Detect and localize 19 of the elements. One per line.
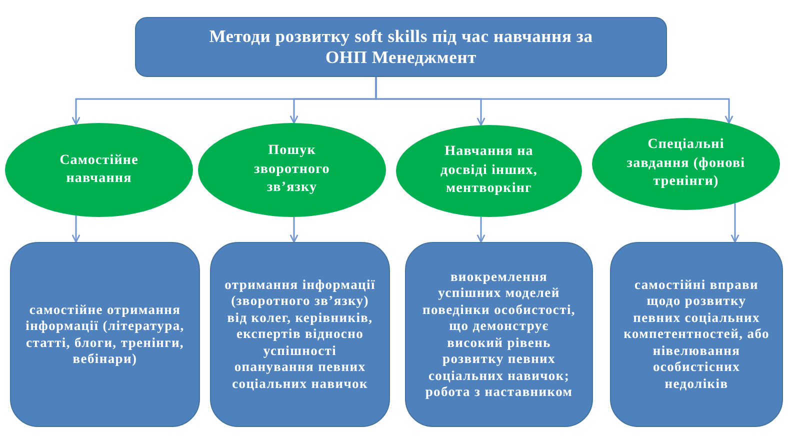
title-text: Методи розвитку soft skills під час навчання за ОНП Менеджмент [208, 26, 594, 68]
description-card [405, 242, 593, 427]
connector-arrow [290, 217, 298, 243]
description-text: самостійні вправи щодо розвитку певних соціальних компетентностей, або нівелювання особистісних недоліків [622, 276, 770, 392]
description-card [210, 242, 390, 427]
description-text: виокремлення успішних моделей поведінки особистості, що демонструє високий рівень розвитку певних соціальних навичок; робота з наставником [422, 268, 576, 400]
method-label: Навчання на досвіді інших, ментворкінг [440, 143, 538, 198]
method-label: Пошук зворотного зв’язку [253, 142, 331, 198]
method-label: Спеціальні завдання (фонові тренінги) [626, 136, 746, 192]
description-text: самостійне отримання інформації (література, статті, блоги, тренінги, вебінари) [24, 302, 186, 368]
method-label: Самостійне навчання [58, 152, 140, 188]
description-card [610, 242, 783, 427]
description-card [10, 242, 200, 427]
connector-arrow [730, 203, 740, 243]
description-text: отримання інформації (зворотного зв’язку) від колег, керівників, експертів відносно успішності опанування певних соціальних навичок [224, 276, 376, 392]
connector-arrow [375, 77, 734, 124]
title-box [135, 17, 667, 77]
connector-arrow [72, 216, 80, 243]
connector-arrow [476, 216, 486, 243]
